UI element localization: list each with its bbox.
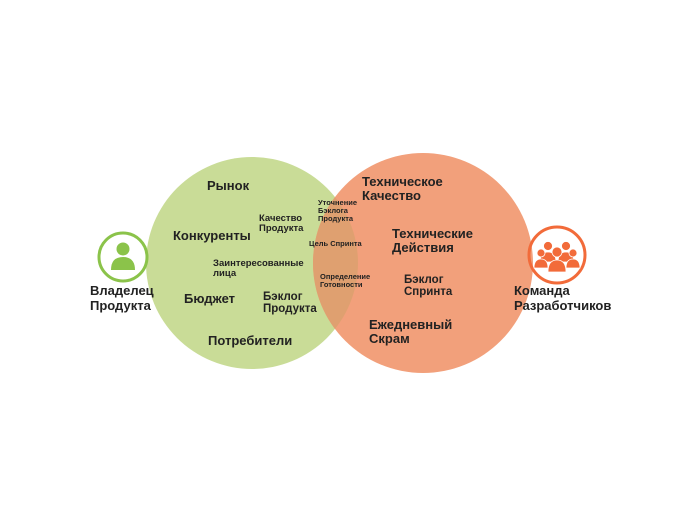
product-owner-circle (146, 157, 358, 369)
dev-team-circle (313, 153, 533, 373)
stakeholders-label: Заинтересованные лица (213, 258, 304, 279)
sprint-goal-label: Цель Спринта (309, 239, 362, 248)
person-icon (97, 231, 149, 283)
budget-label: Бюджет (184, 291, 235, 306)
definition-of-done-label: Определение Готовности (320, 272, 371, 289)
consumers-label: Потребители (208, 333, 293, 348)
daily-scrum-label: Ежедневный Скрам (369, 317, 453, 346)
dev-team-label: Команда Разработчиков (514, 283, 612, 313)
backlog-refinement-label: Уточнение Бэклога Продукта (318, 198, 358, 223)
market-label: Рынок (207, 178, 250, 193)
group-icon (527, 225, 587, 285)
product-backlog-label: Бэклог Продукта (263, 291, 317, 316)
product-quality-label: Качество Продукта (259, 213, 304, 234)
competitors-label: Конкуренты (173, 228, 251, 243)
technical-quality-label: Техническое Качество (362, 174, 443, 203)
technical-actions-label: Технические Действия (392, 226, 473, 255)
product-owner-label: Владелец Продукта (90, 283, 154, 313)
sprint-backlog-label: Бэклог Спринта (404, 274, 453, 299)
